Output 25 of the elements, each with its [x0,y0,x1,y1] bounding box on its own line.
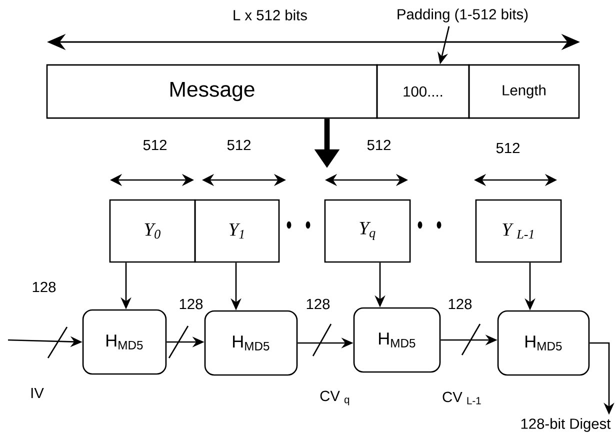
chaining-variable-label: IV [31,388,44,398]
dimension-label: L x 512 bits [234,10,307,20]
message-segment-box: Length [468,64,580,119]
compression-function-box: H$_{MD5}$ [204,310,298,376]
bus-width-label: 128 [180,298,203,310]
message-block-box: Y$_{0}$ [109,199,196,263]
message-block-box: Y$_{L-1}$ [475,199,562,263]
annotation-text: 128-bit Digest [521,418,611,432]
message-segment-box: 100.... [376,64,470,119]
bus-width-label: 128 [448,298,472,310]
annotation-text: Padding (1-512 bits) [398,8,528,22]
chaining-variable-label: CV $_{L-1}$ [442,392,481,404]
dimension-label: 512 [227,140,250,150]
chaining-variable-label: CV $_{q}$ [320,390,350,406]
dimension-label: 512 [367,140,390,150]
bus-width-label: 128 [32,282,56,292]
compression-function-box: H$_{MD5}$ [353,307,441,373]
message-block-box: Y$_{q}$ [324,199,411,263]
dimension-label: 512 [496,142,520,154]
message-block-box: Y$_{1}$ [194,199,280,263]
bus-width-label: 128 [306,298,330,310]
compression-function-box: H$_{MD5}$ [497,310,590,376]
dimension-label: 512 [143,140,166,150]
compression-function-box: H$_{MD5}$ [82,309,167,375]
message-segment-box: Message [46,64,378,119]
